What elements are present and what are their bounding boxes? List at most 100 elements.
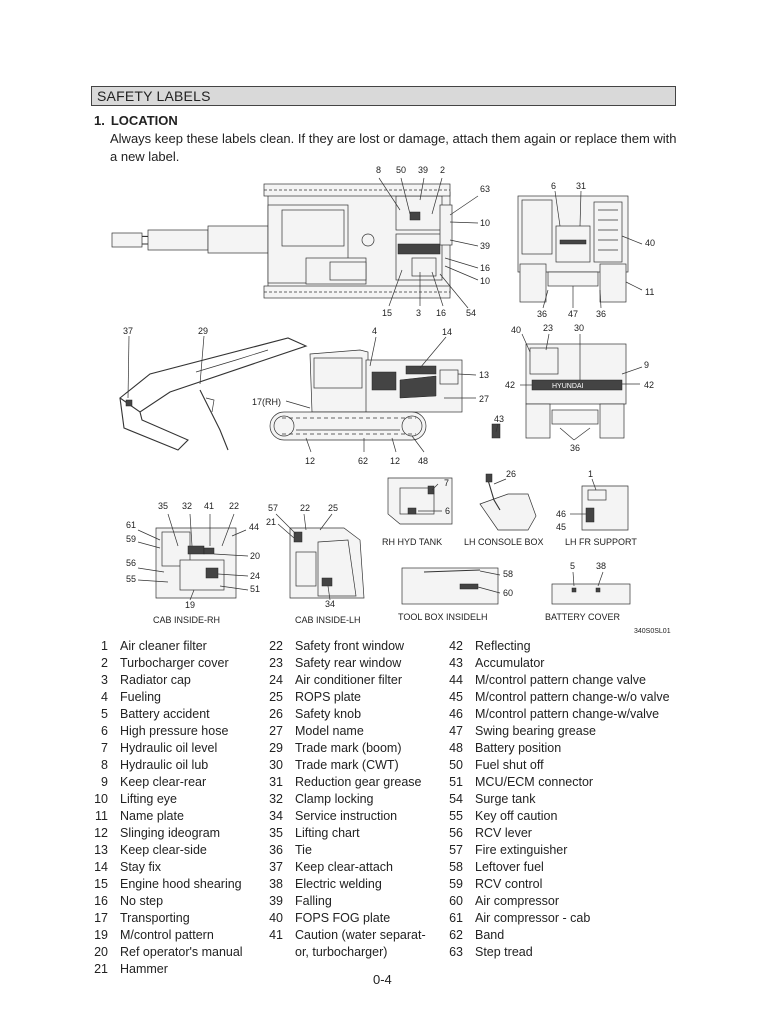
label-number: 48	[449, 741, 463, 755]
label-number: 43	[449, 656, 463, 670]
callout: 34	[325, 599, 335, 609]
label-number: 3	[101, 673, 108, 687]
label-description: RCV lever	[475, 826, 532, 840]
top-view-callouts: 8 50 39 2 63 10 39 16 10 15 3 16 54	[376, 165, 490, 318]
label-number: 38	[269, 877, 283, 891]
label-list-item: or, turbocharger)	[261, 944, 426, 961]
brand-mark: HYUNDAI	[552, 383, 584, 390]
callout: 36	[596, 309, 606, 319]
label-number: 1	[101, 639, 108, 653]
label-list-item: 1 Air cleaner filter	[86, 638, 243, 655]
callout: 1	[588, 469, 593, 479]
label-number: 46	[449, 707, 463, 721]
callout: 63	[480, 184, 490, 194]
label-description: Tie	[295, 843, 312, 857]
label-description: Clamp locking	[295, 792, 374, 806]
label-number: 61	[449, 911, 463, 925]
label-list-item: 32 Clamp locking	[261, 791, 426, 808]
callout: 37	[123, 326, 133, 336]
callout: 40	[645, 238, 655, 248]
callout: 39	[418, 165, 428, 175]
label-description: Battery position	[475, 741, 562, 755]
callout: 10	[480, 276, 490, 286]
label-description: Battery accident	[120, 707, 210, 721]
callout: 51	[250, 584, 260, 594]
label-number: 54	[449, 792, 463, 806]
label-number: 23	[269, 656, 283, 670]
callout: 36	[537, 309, 547, 319]
label-description: Stay fix	[120, 860, 161, 874]
callout: 27	[479, 394, 489, 404]
label-number: 14	[94, 860, 108, 874]
callout: 12	[390, 456, 400, 466]
callout: 25	[328, 503, 338, 513]
label-description: Fueling	[120, 690, 161, 704]
callout: 50	[396, 165, 406, 175]
label-description: Swing bearing grease	[475, 724, 596, 738]
label-number: 30	[269, 758, 283, 772]
label-number: 42	[449, 639, 463, 653]
lh-console-box-figure: 26 LH CONSOLE BOX	[464, 469, 544, 547]
callout: 41	[204, 501, 214, 511]
subsection-number: 1.	[94, 113, 105, 128]
callout: 42	[505, 380, 515, 390]
label-number: 31	[269, 775, 283, 789]
subsection-title: LOCATION	[110, 113, 178, 128]
label-description: Trade mark (boom)	[295, 741, 402, 755]
intro-text: Always keep these labels clean. If they …	[110, 131, 677, 164]
rear-view-drawing	[517, 195, 629, 303]
rh-hyd-tank-figure: 7 6 RH HYD TANK	[382, 477, 453, 547]
callout: 12	[305, 456, 315, 466]
label-description: High pressure hose	[120, 724, 229, 738]
label-description: Fuel shut off	[475, 758, 544, 772]
label-number: 21	[94, 962, 108, 976]
label-number: 55	[449, 809, 463, 823]
label-description: Keep clear-attach	[295, 860, 393, 874]
side-view-drawing	[119, 337, 463, 451]
callout: 16	[436, 308, 446, 318]
label-description: Hydraulic oil lub	[120, 758, 209, 772]
label-number: 47	[449, 724, 463, 738]
label-number: 32	[269, 792, 283, 806]
label-description: M/control pattern	[120, 928, 214, 942]
label-number: 22	[269, 639, 283, 653]
lh-fr-support-figure: 1 46 45 LH FR SUPPORT	[556, 469, 637, 547]
label-description: Air conditioner filter	[295, 673, 402, 687]
callout: 5	[570, 561, 575, 571]
label-list-item: 47 Swing bearing grease	[441, 723, 670, 740]
callout: 61	[126, 520, 136, 530]
label-number: 35	[269, 826, 283, 840]
label-description: Service instruction	[295, 809, 398, 823]
caption-cab-inside-lh: CAB INSIDE-LH	[295, 615, 361, 625]
callout: 40	[511, 325, 521, 335]
callout: 24	[250, 571, 260, 581]
label-description: Air cleaner filter	[120, 639, 207, 653]
callout: 10	[480, 218, 490, 228]
caption-cab-inside-rh: CAB INSIDE-RH	[153, 615, 220, 625]
label-number: 56	[449, 826, 463, 840]
label-description: Surge tank	[475, 792, 536, 806]
subsection-heading: 1. LOCATION	[94, 113, 178, 128]
label-number	[261, 944, 283, 961]
label-number: 26	[269, 707, 283, 721]
label-number: 45	[449, 690, 463, 704]
